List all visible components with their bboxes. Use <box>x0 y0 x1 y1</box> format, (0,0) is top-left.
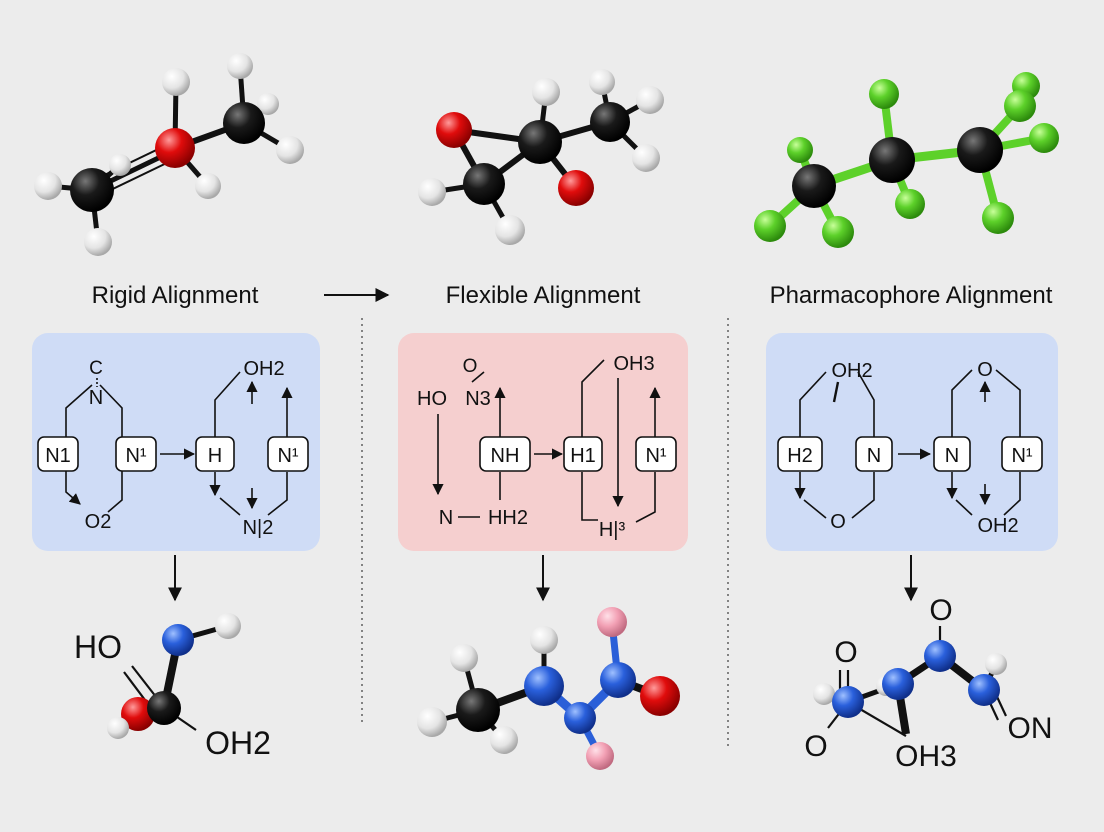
bottom-pharm-label-o-left-bottom: O <box>804 730 827 763</box>
title-flexible-alignment: Flexible Alignment <box>446 282 641 309</box>
panel-rigid-label-n1: N1 <box>45 445 71 467</box>
panel-flexible-label-ho: HO <box>417 388 447 410</box>
panel-flexible-label-n3: N3 <box>465 388 491 410</box>
panel-rigid: C N N1 N¹ H OH2 N¹ O2 N|2 <box>32 333 320 551</box>
bottom-pharm-label-oh3: OH3 <box>895 740 957 773</box>
panel-pharm-label-o-bottom: O <box>830 511 846 533</box>
panel-rigid-label-c: C <box>89 358 103 379</box>
panel-rigid-label-n: N <box>89 387 103 409</box>
panel-pharmacophore: OH2 O H2 N N N¹ O OH2 <box>766 333 1058 551</box>
molecule-bottom-rigid: HO OH2 <box>74 613 271 761</box>
panel-flexible-label-h1: H1 <box>570 445 596 467</box>
panel-rigid-label-o2: O2 <box>85 511 112 533</box>
bottom-pharm-label-o-left-top: O <box>834 636 857 669</box>
panel-flexible-label-oh3: OH3 <box>613 353 654 375</box>
panel-pharm-label-h2: H2 <box>787 445 813 467</box>
bottom-pharm-label-on: ON <box>1008 712 1053 745</box>
panel-pharm-label-o-top: O <box>977 359 993 381</box>
bottom-rigid-label-oh2: OH2 <box>205 725 271 761</box>
panel-flexible: O HO N3 OH3 NH H1 N¹ N HH2 H|³ <box>398 333 688 551</box>
panel-pharm-label-n-right: N <box>945 445 959 467</box>
panel-flexible-label-n-sup: N¹ <box>645 445 666 467</box>
title-pharmacophore-alignment: Pharmacophore Alignment <box>770 282 1053 309</box>
panel-flexible-label-nh: NH <box>491 445 520 467</box>
panel-pharm-label-oh2-top: OH2 <box>831 360 872 382</box>
panel-pharm-label-oh2-bottom: OH2 <box>977 515 1018 537</box>
panel-rigid-label-n-sup: N¹ <box>125 445 146 467</box>
molecule-top-flexible <box>418 69 664 245</box>
panel-rigid-label-n-bar-2: N|2 <box>243 517 274 539</box>
bottom-rigid-label-ho: HO <box>74 629 122 665</box>
molecule-top-rigid <box>34 53 304 256</box>
panel-pharm-label-n-left: N <box>867 445 881 467</box>
panel-flexible-label-hh2: HH2 <box>488 507 528 529</box>
panel-rigid-label-h: H <box>208 445 222 467</box>
panel-flexible-label-o: O <box>463 356 478 377</box>
panel-flexible-label-n: N <box>439 507 453 529</box>
panel-rigid-label-n-sup-right: N¹ <box>277 445 298 467</box>
molecule-bottom-pharmacophore: O O O OH3 ON <box>804 594 1052 773</box>
molecule-top-pharmacophore <box>754 72 1059 248</box>
molecule-bottom-flexible <box>417 607 680 770</box>
panel-rigid-label-oh2: OH2 <box>243 358 284 380</box>
panel-flexible-label-h-bar-3: H|³ <box>599 519 626 541</box>
title-rigid-alignment: Rigid Alignment <box>92 282 259 309</box>
panel-pharm-label-n-sup: N¹ <box>1011 445 1032 467</box>
bottom-pharm-label-o-top: O <box>929 594 952 627</box>
